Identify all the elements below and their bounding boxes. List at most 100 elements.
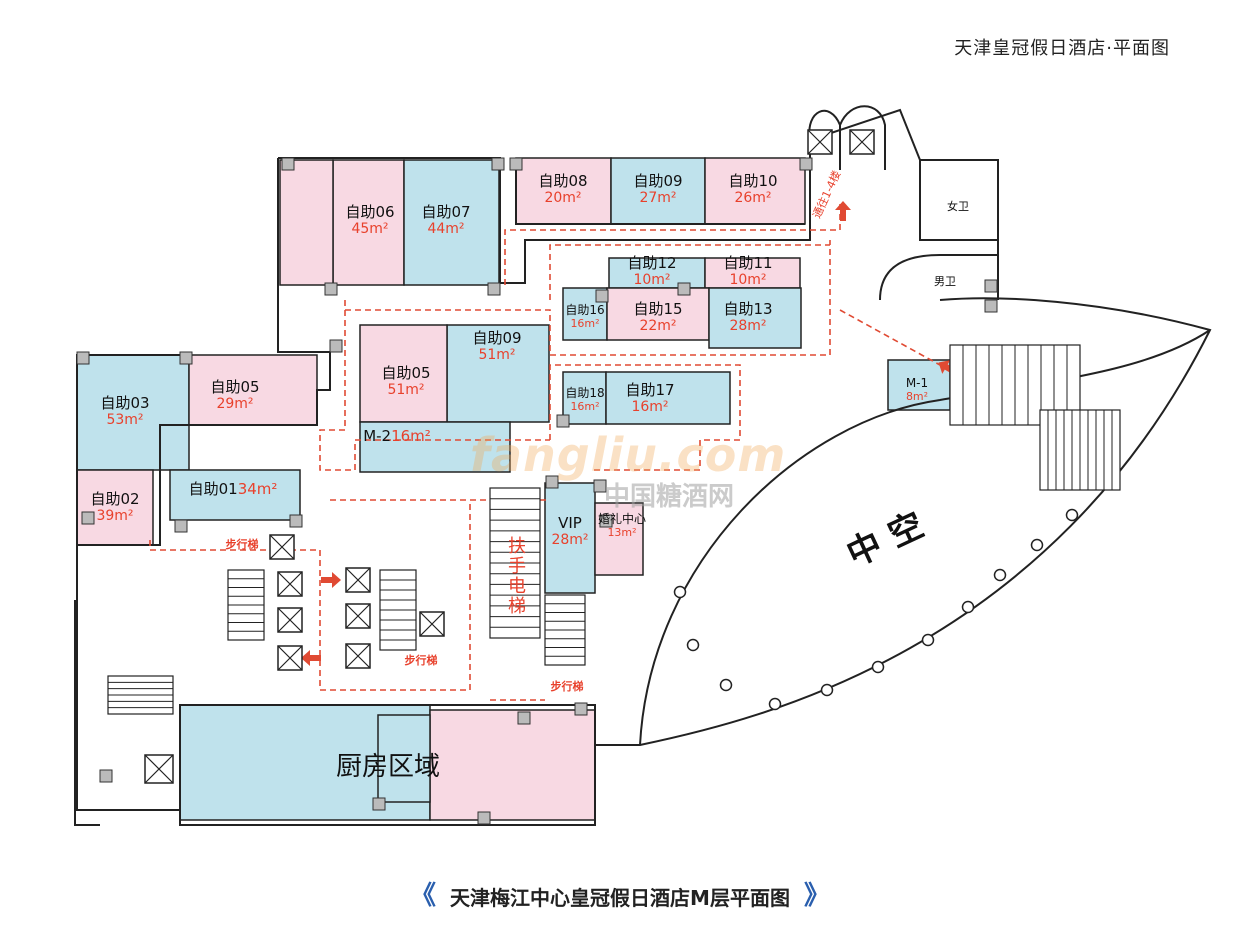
room-area: 51m²	[387, 382, 424, 398]
room-name: 自助05	[381, 364, 430, 382]
room-name: 自助03	[100, 394, 149, 412]
room-name: 自助17	[625, 381, 674, 399]
atrium-column	[871, 660, 885, 674]
column	[984, 299, 998, 313]
room-area: 28m²	[729, 318, 766, 334]
elevator-icon	[807, 129, 833, 155]
wall-9	[879, 254, 998, 301]
escalator-label: 扶	[508, 536, 526, 557]
caption-bar: 《 天津梅江中心皇冠假日酒店M层平面图 》	[0, 876, 1240, 916]
room-name: 自助05	[210, 378, 259, 396]
escalator-label: 梯	[508, 596, 526, 617]
stairwell-d	[107, 675, 174, 715]
room-name: 自助09	[633, 172, 682, 190]
column	[81, 511, 95, 525]
stairwell-c	[544, 594, 586, 666]
room-area: 8m²	[906, 390, 928, 403]
column	[984, 279, 998, 293]
stairs-label: 步行梯	[405, 653, 438, 667]
room-6-shape[interactable]	[704, 257, 801, 289]
elevator-icon	[277, 571, 303, 597]
room-area: 29m²	[216, 396, 253, 412]
room-name: 自助11	[723, 254, 772, 272]
atrium-column	[686, 638, 700, 652]
atrium-column	[921, 633, 935, 647]
room-label: 自助0134m²	[189, 480, 278, 498]
grand-stair-lower	[1039, 409, 1121, 491]
column	[545, 475, 559, 489]
room-06-extension	[279, 159, 334, 286]
column	[799, 157, 813, 171]
column	[599, 514, 613, 528]
route-4	[319, 310, 550, 471]
atrium-column	[993, 568, 1007, 582]
column	[179, 351, 193, 365]
room-13-shape[interactable]	[605, 371, 731, 425]
room-10-shape[interactable]	[446, 324, 550, 423]
room-name: M-1	[906, 376, 928, 390]
room-name: 婚礼中心	[598, 511, 646, 526]
column	[372, 797, 386, 811]
elevator-icon	[419, 611, 445, 637]
wall-6	[515, 158, 805, 225]
room-2-shape[interactable]	[704, 157, 806, 225]
arrow-left-icon	[301, 650, 321, 666]
room-area: 45m²	[351, 221, 388, 237]
atrium-label: 中 空	[841, 505, 930, 575]
room-area: 27m²	[639, 190, 676, 206]
atrium-column	[820, 683, 834, 697]
room-8-shape[interactable]	[606, 287, 710, 341]
stairwell-a	[227, 569, 265, 641]
kitchen-core	[377, 714, 431, 803]
elevator-icon	[345, 603, 371, 629]
page-title: 天津皇冠假日酒店·平面图	[954, 38, 1170, 59]
wall-8	[919, 160, 998, 241]
route-2	[549, 244, 830, 300]
column	[593, 479, 607, 493]
room-name: 自助18	[565, 386, 604, 400]
route-6	[149, 499, 550, 691]
room-17-shape[interactable]	[169, 469, 301, 521]
column	[76, 351, 90, 365]
room-20-shape[interactable]	[594, 502, 644, 576]
room-16-shape[interactable]	[359, 421, 511, 473]
kitchen-label: 厨房区域	[336, 752, 440, 782]
room-name: 自助02	[90, 490, 139, 508]
room-area: 51m²	[478, 347, 515, 363]
escalator-label: 电	[508, 576, 526, 597]
wall-2	[76, 545, 596, 826]
elevator-icon	[144, 754, 174, 784]
room-name: 自助07	[421, 203, 470, 221]
room-area: 20m²	[544, 190, 581, 206]
route-5	[549, 364, 741, 471]
next-arrow-icon[interactable]: 》	[803, 881, 830, 911]
arrow-right-icon	[321, 572, 341, 588]
wall-0	[278, 108, 999, 300]
wall-4	[594, 297, 1212, 746]
mens-restroom-label: 男卫	[934, 275, 956, 288]
room-area: 26m²	[734, 190, 771, 206]
column	[324, 282, 338, 296]
room-name: 自助13	[723, 300, 772, 318]
route-3	[839, 309, 941, 366]
room-area: 28m²	[551, 532, 588, 548]
watermark-brand: fangliu.com	[470, 428, 787, 482]
room-14-shape[interactable]	[76, 354, 190, 471]
room-name: 自助08	[538, 172, 587, 190]
room-area: 10m²	[729, 272, 766, 288]
arrow-up-icon	[835, 201, 851, 221]
column	[289, 514, 303, 528]
room-9-shape[interactable]	[708, 287, 802, 349]
room-4-shape[interactable]	[403, 159, 500, 286]
wall-1	[76, 158, 331, 546]
column	[477, 811, 491, 825]
atrium-column	[1030, 538, 1044, 552]
room-11-shape[interactable]	[359, 324, 448, 423]
stairwell-b	[379, 569, 417, 651]
stairs-label: 步行梯	[551, 679, 584, 693]
watermark-cn: 中国糖酒网	[604, 482, 735, 512]
room-18-shape[interactable]	[76, 469, 154, 546]
room-12-shape[interactable]	[562, 371, 607, 425]
prev-arrow-icon[interactable]: 《	[410, 881, 437, 911]
